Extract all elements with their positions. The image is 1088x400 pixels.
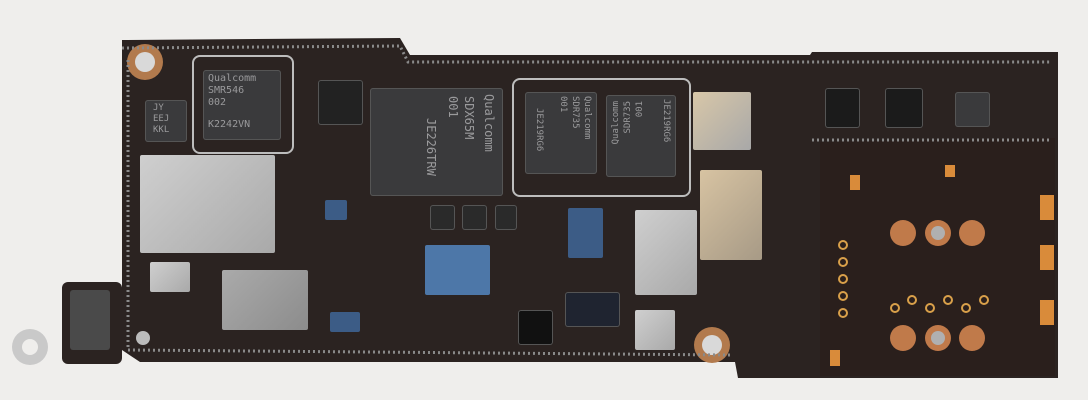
blue-chip <box>425 245 490 295</box>
chip-rev: 001 <box>635 101 645 118</box>
chip-model: SDX65M <box>462 96 476 140</box>
chip-code: JE226TRW <box>424 118 438 176</box>
black-ic <box>518 310 553 345</box>
black-ic <box>430 205 455 230</box>
chip-brand: Qualcomm <box>611 101 621 145</box>
metal-shield-can <box>635 310 675 350</box>
rf-shield-frame <box>512 78 691 197</box>
black-ic <box>318 80 363 125</box>
chip-brand: Qualcomm <box>582 96 592 140</box>
chip-model: SDR735 <box>623 101 633 134</box>
chip-rev: 001 <box>558 96 568 113</box>
metal-shield-can <box>635 210 697 295</box>
black-ic <box>495 205 517 230</box>
black-ic <box>955 92 990 127</box>
metal-shield-can <box>693 92 751 150</box>
black-ic <box>885 88 923 128</box>
qualcomm-sdr735-chip-1: Qualcomm SDR735 001 JE219RG6 <box>525 92 597 174</box>
chip-code: JE219RG6 <box>661 99 671 143</box>
chip-rev: 002 <box>208 97 227 108</box>
chip-brand: Qualcomm <box>208 73 257 84</box>
chip-marking: EEJ <box>153 114 170 124</box>
black-ic <box>462 205 487 230</box>
qualcomm-sdx65m-modem-chip: Qualcomm SDX65M 001 JE226TRW <box>370 88 503 196</box>
chip-model: SMR546 <box>208 85 245 96</box>
blue-chip <box>325 200 347 220</box>
black-ic <box>565 292 620 327</box>
chip-rev: 001 <box>446 96 460 118</box>
metal-shield-can <box>150 262 190 292</box>
blue-chip <box>568 208 603 258</box>
blue-chip <box>330 312 360 332</box>
metal-shield-can <box>140 155 275 253</box>
pmic-shield-frame <box>192 55 294 154</box>
metal-shield-can <box>222 270 308 330</box>
chip-code: K2242VN <box>208 119 251 130</box>
chip-marking: KKL <box>153 125 170 135</box>
chip-marking: JY <box>153 103 164 113</box>
chip-brand: Qualcomm <box>482 94 496 152</box>
chip-code: JE219RG6 <box>534 108 544 152</box>
small-ic-chip: JY EEJ KKL <box>145 100 187 142</box>
black-ic <box>825 88 860 128</box>
metal-shield-can <box>700 170 762 260</box>
chip-model: SDR735 <box>570 96 580 129</box>
qualcomm-sdr735-chip-2: Qualcomm SDR735 001 JE219RG6 <box>606 95 676 177</box>
qualcomm-smr546-chip: Qualcomm SMR546 002 K2242VN <box>203 70 281 140</box>
